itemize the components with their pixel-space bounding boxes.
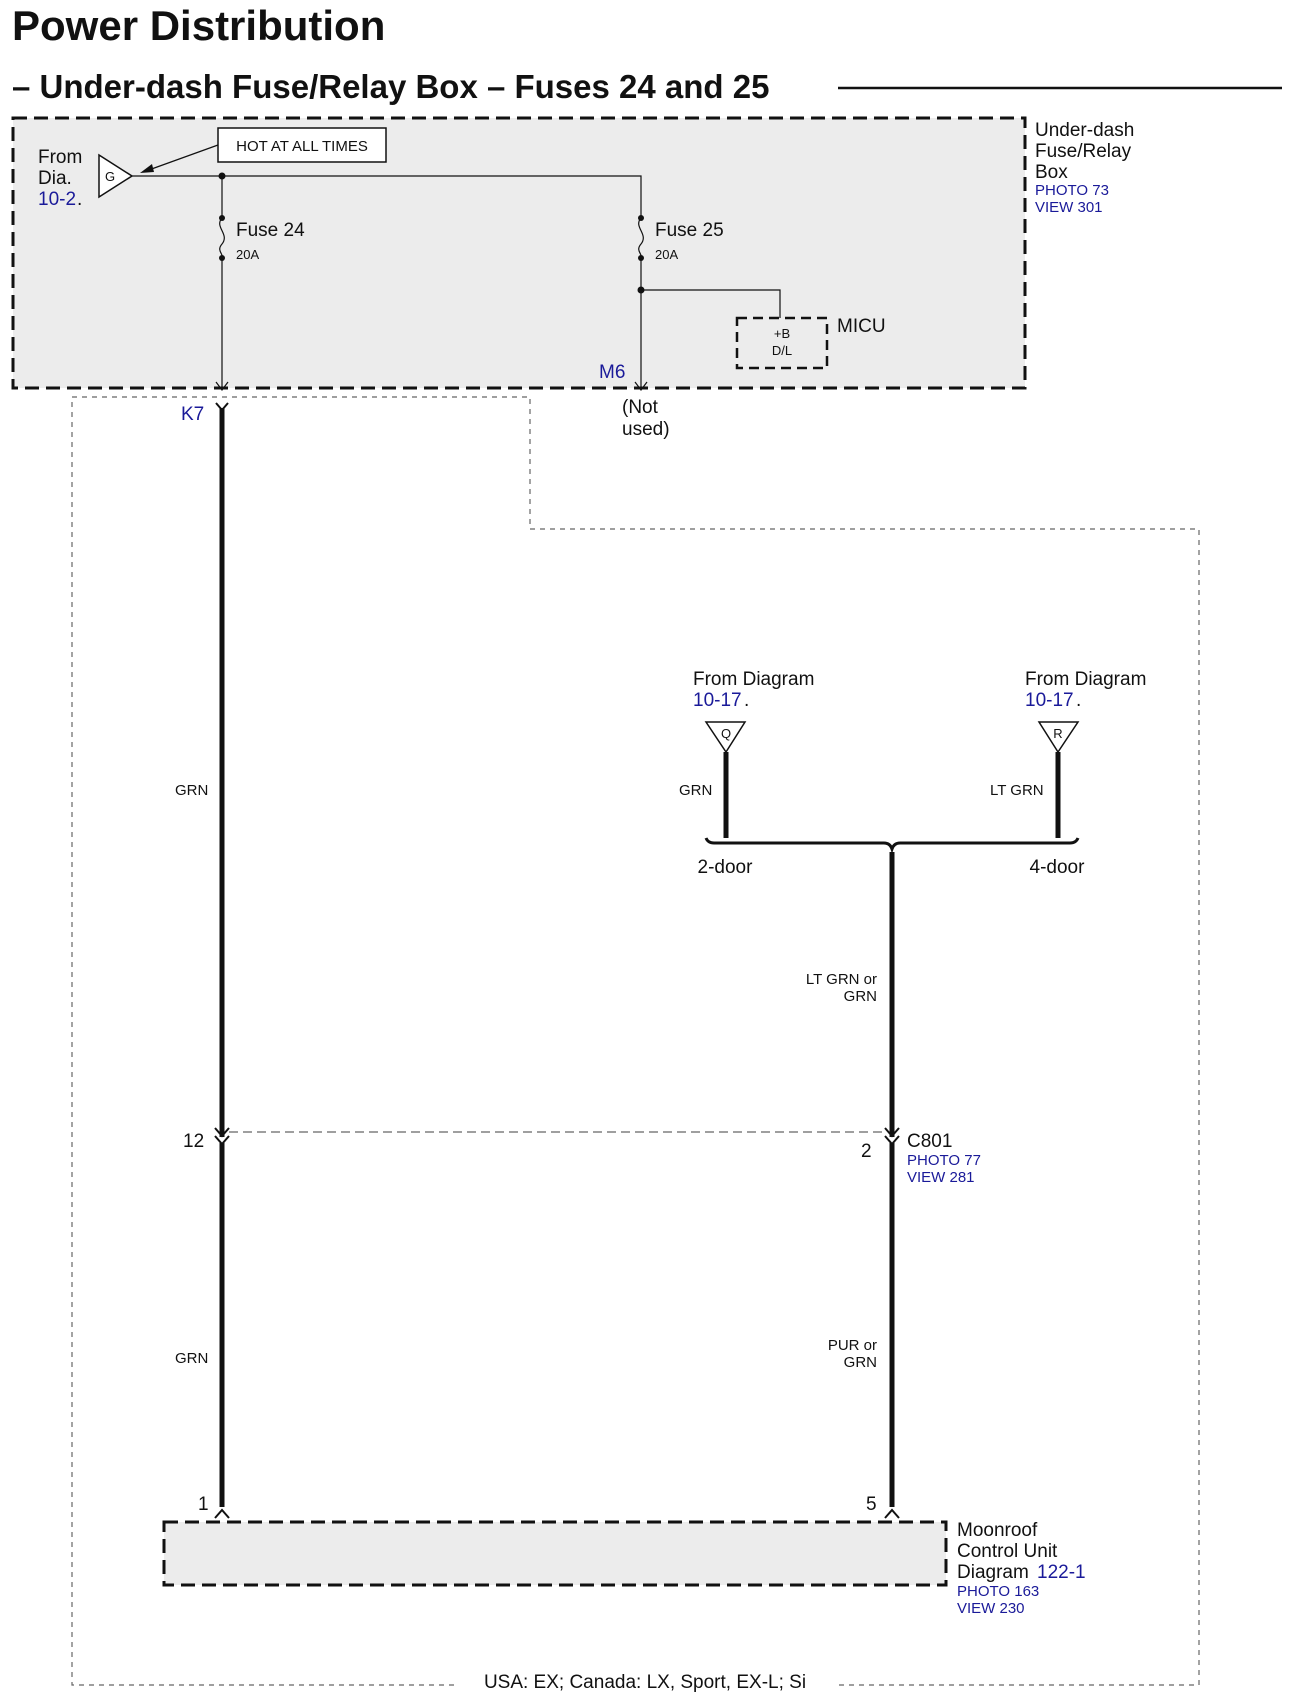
moonroof-pin-right: 5: [866, 1494, 877, 1515]
c801-left-pin-arrow: [214, 1127, 230, 1138]
moonroof-view: VIEW 230: [957, 1600, 1025, 1617]
fuse-box-name-3: Box: [1035, 162, 1068, 183]
m6-arrow: [634, 381, 648, 391]
footer-mask: [455, 1664, 835, 1694]
page-subtitle: – Under-dash Fuse/Relay Box – Fuses 24 a…: [12, 68, 769, 105]
r-ref-dot: .: [1076, 690, 1081, 711]
k7-arrow: [215, 381, 229, 391]
fuse-box-name-2: Fuse/Relay: [1035, 141, 1132, 162]
r-from: From Diagram: [1025, 669, 1146, 690]
fuse-box-photo: PHOTO 73: [1035, 182, 1109, 199]
c801-photo: PHOTO 77: [907, 1152, 981, 1169]
fuse25-symbol: [638, 217, 644, 259]
r-terminal: R: [1053, 726, 1062, 741]
moonroof-pin-left: 1: [198, 1494, 209, 1515]
page-title: Power Distribution: [12, 2, 385, 49]
pin-m6: M6: [599, 362, 625, 383]
q-from: From Diagram: [693, 669, 814, 690]
right-wire-upper-color-1: LT GRN or: [806, 971, 877, 988]
source-g-terminal: G: [105, 169, 115, 184]
hot-label: HOT AT ALL TIMES: [236, 138, 368, 155]
option-2-door: 2-door: [698, 857, 754, 878]
c801-right-pin-arrow: [884, 1127, 900, 1138]
moonroof-photo: PHOTO 163: [957, 1583, 1039, 1600]
not-used-1: (Not: [622, 397, 659, 418]
c801-pin-left: 12: [183, 1131, 204, 1152]
source-g-triangle: [98, 153, 134, 199]
moonroof-line-1: Moonroof: [957, 1520, 1038, 1541]
footer-note: USA: EX; Canada: LX, Sport, EX-L; Si: [484, 1672, 806, 1693]
c801-pin-right: 2: [861, 1141, 872, 1162]
fuse-box-outline: [11, 116, 1027, 390]
source-from: From: [38, 147, 82, 168]
r-wire-color: LT GRN: [990, 782, 1044, 799]
r-ref: 10-17: [1025, 690, 1074, 711]
right-wire-lower-color-2: GRN: [844, 1354, 877, 1371]
fuse25-rating: 20A: [655, 247, 678, 262]
fuse25-name: Fuse 25: [655, 220, 724, 241]
fuse24-name: Fuse 24: [236, 220, 305, 241]
right-wire-lower-color-1: PUR or: [828, 1337, 877, 1354]
moonroof-line-3: Diagram: [957, 1562, 1029, 1583]
fuse-box-view: VIEW 301: [1035, 199, 1103, 216]
hot-pointer-arrow: [140, 164, 154, 173]
option-4-door: 4-door: [1030, 857, 1086, 878]
source-dia: Dia.: [38, 168, 72, 189]
right-wire-upper-color-2: GRN: [844, 988, 877, 1005]
source-ref: 10-2: [38, 189, 76, 210]
micu-label: MICU: [837, 316, 886, 337]
r-triangle: [1037, 721, 1080, 754]
fuse-box-name-1: Under-dash: [1035, 120, 1134, 141]
not-used-2: used): [622, 419, 670, 440]
micu-pin-2: D/L: [772, 343, 792, 358]
c801-name: C801: [907, 1131, 952, 1152]
q-triangle: [704, 721, 747, 754]
bus-wire: [132, 175, 642, 218]
source-ref-dot: .: [77, 189, 82, 210]
q-ref-dot: .: [744, 690, 749, 711]
fuse24-symbol: [219, 217, 225, 259]
option-bracket: [704, 837, 1080, 854]
moonroof-ref: 122-1: [1037, 1562, 1086, 1583]
moonroof-line-2: Control Unit: [957, 1541, 1058, 1562]
left-wire-lower-color: GRN: [175, 1350, 208, 1367]
q-terminal: Q: [721, 726, 731, 741]
c801-view: VIEW 281: [907, 1169, 975, 1186]
pin-k7: K7: [181, 404, 204, 425]
q-wire-color: GRN: [679, 782, 712, 799]
micu-pin-1: +B: [774, 326, 790, 341]
q-ref: 10-17: [693, 690, 742, 711]
micu-box: [735, 316, 829, 370]
model-boundary: [71, 396, 1200, 1686]
left-wire-upper-color: GRN: [175, 782, 208, 799]
moonroof-pin-right-receptacle: [884, 1508, 900, 1519]
fuse24-rating: 20A: [236, 247, 259, 262]
micu-feed: [641, 289, 781, 318]
moonroof-unit-box: [162, 1520, 948, 1587]
moonroof-pin-left-receptacle: [214, 1508, 230, 1519]
hot-label-box: [217, 127, 387, 163]
hot-pointer-line: [145, 144, 219, 172]
